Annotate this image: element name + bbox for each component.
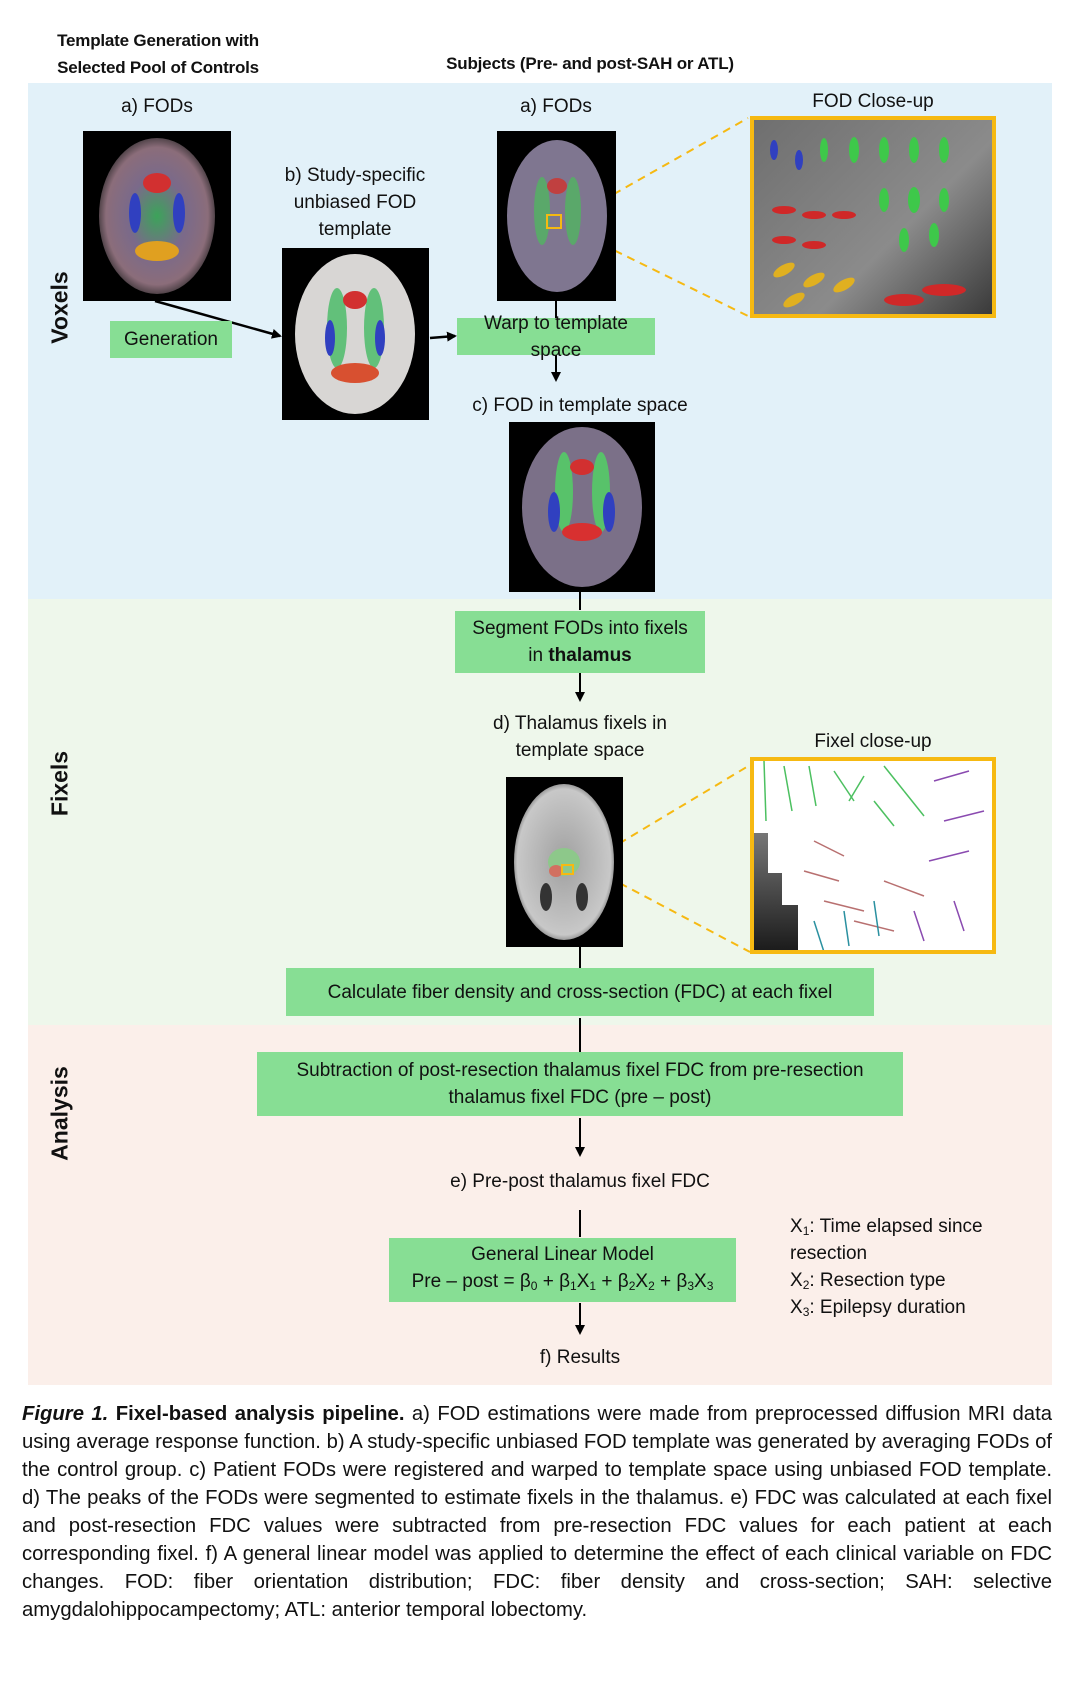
thalamus-fixels-label-line1: d) Thalamus fixels in bbox=[493, 713, 667, 734]
caption-title: Fixel-based analysis pipeline. bbox=[108, 1403, 405, 1425]
glm-title: General Linear Model bbox=[471, 1243, 654, 1265]
segment-box-prefix: in bbox=[528, 645, 549, 666]
header-controls-line1: Template Generation with bbox=[57, 31, 259, 50]
var-symbol: X bbox=[790, 1270, 803, 1291]
roi-marker bbox=[561, 864, 574, 875]
generation-box: Generation bbox=[110, 321, 232, 358]
fixel-lines bbox=[754, 761, 985, 950]
thalamus-fixels-image bbox=[506, 777, 623, 947]
segment-box-bold: thalamus bbox=[548, 645, 632, 666]
brain-icon bbox=[514, 784, 614, 940]
brain-icon bbox=[99, 138, 215, 294]
glm-term: + β bbox=[537, 1270, 571, 1292]
var-text: : Time elapsed since bbox=[809, 1216, 983, 1237]
fod-closeup-label: FOD Close-up bbox=[812, 91, 934, 112]
controls-fod-image bbox=[83, 131, 231, 301]
glm-term: X bbox=[694, 1270, 707, 1292]
prepost-fdc-label: e) Pre-post thalamus fixel FDC bbox=[450, 1171, 710, 1192]
figure-caption: Figure 1. Fixel-based analysis pipeline.… bbox=[22, 1400, 1052, 1624]
glm-sub: 1 bbox=[589, 1278, 597, 1293]
glm-sub: 2 bbox=[648, 1278, 655, 1293]
roi-marker bbox=[546, 214, 562, 229]
glm-sub: 1 bbox=[570, 1278, 577, 1293]
fixel-closeup-label: Fixel close-up bbox=[814, 731, 932, 752]
var-sub: 2 bbox=[802, 1278, 810, 1292]
brain-icon bbox=[295, 254, 415, 414]
glm-sub: 3 bbox=[706, 1278, 714, 1293]
header-subjects: Subjects (Pre- and post-SAH or ATL) bbox=[446, 54, 734, 73]
fod-template-space-label: c) FOD in template space bbox=[472, 395, 688, 416]
arrow-to-warp bbox=[429, 331, 457, 342]
template-label: b) Study-specific unbiased FOD template bbox=[270, 162, 440, 243]
results-label: f) Results bbox=[539, 1347, 621, 1368]
variable-x3: X3: Epilepsy duration bbox=[790, 1295, 966, 1325]
fod-template-space-image bbox=[509, 422, 655, 592]
glm-term: X bbox=[635, 1270, 649, 1292]
template-label-line3: template bbox=[318, 219, 392, 240]
glm-term: β bbox=[519, 1270, 531, 1292]
template-label-line2: unbiased FOD bbox=[293, 192, 417, 213]
var-symbol: X bbox=[790, 1297, 803, 1318]
subjects-fod-image bbox=[497, 131, 616, 301]
fdc-box: Calculate fiber density and cross-sectio… bbox=[286, 968, 874, 1016]
caption-fig-label: Figure 1. bbox=[22, 1403, 109, 1425]
glm-term: + β bbox=[596, 1270, 629, 1292]
subtraction-line1: Subtraction of post-resection thalamus f… bbox=[296, 1060, 864, 1081]
glm-term: + β bbox=[654, 1270, 688, 1292]
arrow-generation bbox=[154, 299, 282, 339]
caption-body: a) FOD estimations were made from prepro… bbox=[22, 1403, 1052, 1621]
thalamus-fixels-label-line2: template space bbox=[515, 740, 645, 761]
variable-x1: X1: Time elapsed since bbox=[790, 1214, 983, 1244]
template-fod-image bbox=[282, 248, 429, 420]
subtraction-box: Subtraction of post-resection thalamus f… bbox=[257, 1052, 903, 1116]
warp-box: Warp to template space bbox=[457, 313, 655, 361]
glm-equation-lhs: Pre – post = bbox=[411, 1270, 520, 1292]
fixel-closeup-image bbox=[750, 757, 996, 954]
header-controls: Template Generation with Selected Pool o… bbox=[28, 27, 288, 81]
brain-icon bbox=[522, 427, 642, 587]
thalamus-fixels-label: d) Thalamus fixels in template space bbox=[470, 710, 690, 764]
segment-box-line2: in thalamus bbox=[528, 642, 632, 669]
controls-fods-label: a) FODs bbox=[121, 96, 193, 117]
var-sub: 1 bbox=[802, 1224, 810, 1238]
glm-sub: 3 bbox=[687, 1278, 695, 1293]
glm-term: X bbox=[576, 1270, 590, 1292]
var-text: : Resection type bbox=[809, 1270, 946, 1291]
template-label-line1: b) Study-specific bbox=[284, 165, 426, 186]
glm-box: General Linear Model Pre – post = β0 + β… bbox=[389, 1238, 736, 1302]
var-text: resection bbox=[790, 1243, 868, 1264]
glm-equation: Pre – post = β0 + β1X1 + β2X2 + β3X3 bbox=[412, 1268, 714, 1300]
var-symbol: X bbox=[790, 1216, 803, 1237]
fod-glyphs bbox=[770, 137, 966, 308]
header-controls-line2: Selected Pool of Controls bbox=[57, 58, 259, 77]
subtraction-line2: thalamus fixel FDC (pre – post) bbox=[448, 1087, 712, 1108]
subjects-fods-label: a) FODs bbox=[520, 96, 592, 117]
variable-x2: X2: Resection type bbox=[790, 1268, 946, 1298]
var-text: : Epilepsy duration bbox=[809, 1297, 966, 1318]
var-sub: 3 bbox=[802, 1305, 810, 1319]
brain-icon bbox=[507, 140, 607, 292]
segment-box: Segment FODs into fixels in thalamus bbox=[455, 611, 705, 673]
fod-closeup-image bbox=[750, 116, 996, 318]
glm-sub: 0 bbox=[530, 1278, 538, 1293]
segment-box-line1: Segment FODs into fixels bbox=[472, 618, 688, 639]
variable-x1-cont: resection bbox=[790, 1241, 867, 1267]
glm-sub: 2 bbox=[628, 1278, 636, 1293]
